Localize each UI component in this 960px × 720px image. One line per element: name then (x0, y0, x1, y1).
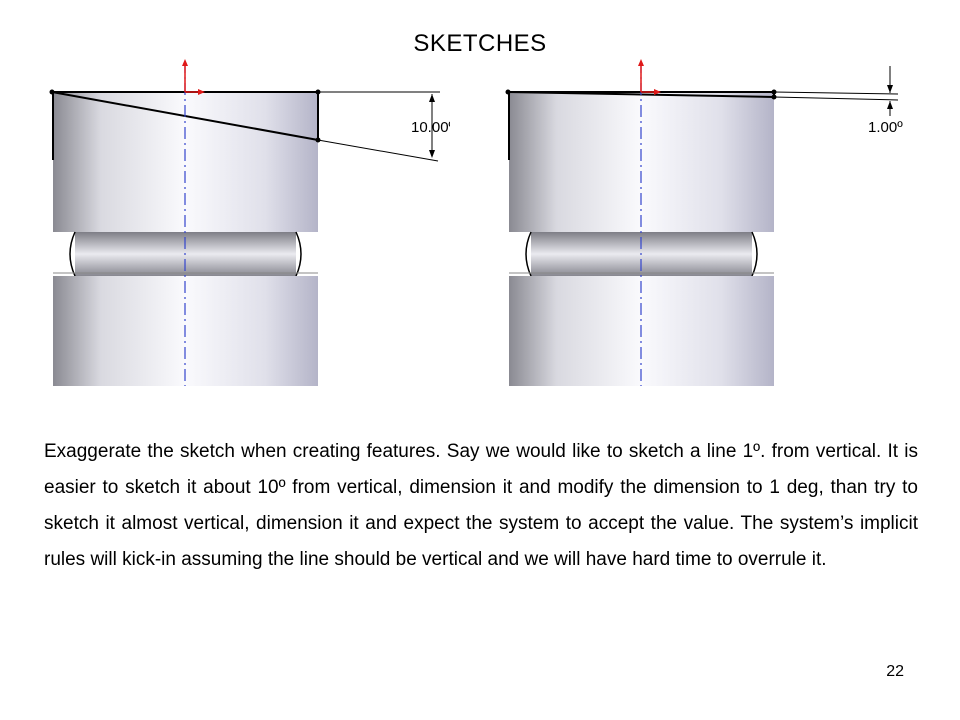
body-paragraph: Exaggerate the sketch when creating feat… (44, 441, 918, 570)
page-number: 22 (886, 663, 904, 680)
sketch-figure-10deg: 10.00º (49, 59, 450, 386)
slide-title: SKETCHES (413, 30, 547, 57)
sketch-figure-1deg: 1.00º (505, 59, 903, 386)
origin-marker-icon (638, 59, 661, 95)
angle-dimension-label: 10.00º (411, 119, 450, 136)
angle-dimension-label: 1.00º (868, 119, 903, 136)
origin-marker-icon (182, 59, 205, 95)
sketch-endpoint (49, 89, 55, 95)
